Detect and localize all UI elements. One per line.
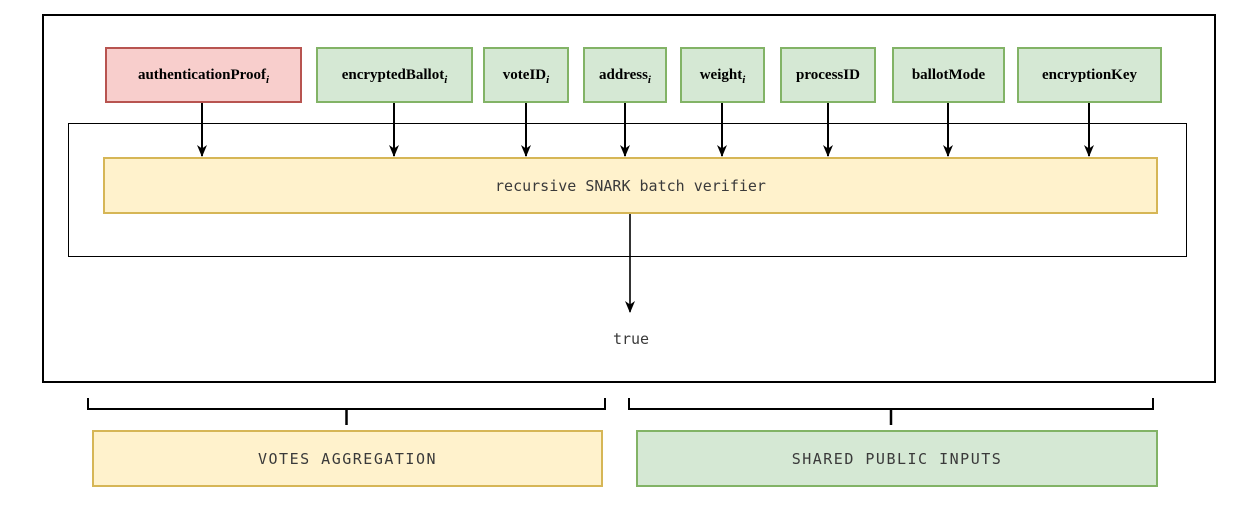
input-label: weighti xyxy=(699,66,746,86)
input-node-ballot-mode: ballotMode xyxy=(892,47,1005,103)
input-node-process-id: processID xyxy=(780,47,876,103)
group-box-votes-aggregation: VOTES AGGREGATION xyxy=(92,430,603,487)
input-label: ballotMode xyxy=(911,66,986,83)
group-box-shared-public-inputs: SHARED PUBLIC INPUTS xyxy=(636,430,1158,487)
input-label: voteIDi xyxy=(502,66,550,86)
input-node-encrypted-ballot: encryptedBalloti xyxy=(316,47,473,103)
batch-verifier-boundary-rect xyxy=(68,123,1187,257)
outer-boundary-rect xyxy=(42,14,1216,383)
recursive-snark-batch-verifier-box: recursive SNARK batch verifier xyxy=(103,157,1158,214)
input-label: addressi xyxy=(599,66,651,86)
input-node-weight: weighti xyxy=(680,47,765,103)
input-node-address: addressi xyxy=(583,47,667,103)
input-label: authenticationProofi xyxy=(137,66,270,86)
input-label: processID xyxy=(796,66,860,83)
subscript-i: i xyxy=(266,73,270,86)
subscript-i: i xyxy=(546,73,550,86)
subscript-i: i xyxy=(444,73,448,86)
bracket-shared-public-inputs xyxy=(628,398,1154,410)
input-label: encryptionKey xyxy=(1042,66,1137,83)
subscript-i: i xyxy=(647,73,651,86)
group-label-shared-public-inputs: SHARED PUBLIC INPUTS xyxy=(791,449,1003,468)
verifier-label: recursive SNARK batch verifier xyxy=(495,176,766,195)
group-label-votes-aggregation: VOTES AGGREGATION xyxy=(257,449,438,468)
input-node-vote-id: voteIDi xyxy=(483,47,569,103)
input-node-authentication-proof: authenticationProofi xyxy=(105,47,302,103)
input-node-encryption-key: encryptionKey xyxy=(1017,47,1162,103)
bracket-votes-aggregation xyxy=(87,398,606,410)
subscript-i: i xyxy=(742,73,746,86)
output-true-label: true xyxy=(612,330,650,348)
input-label: encryptedBalloti xyxy=(341,66,448,86)
